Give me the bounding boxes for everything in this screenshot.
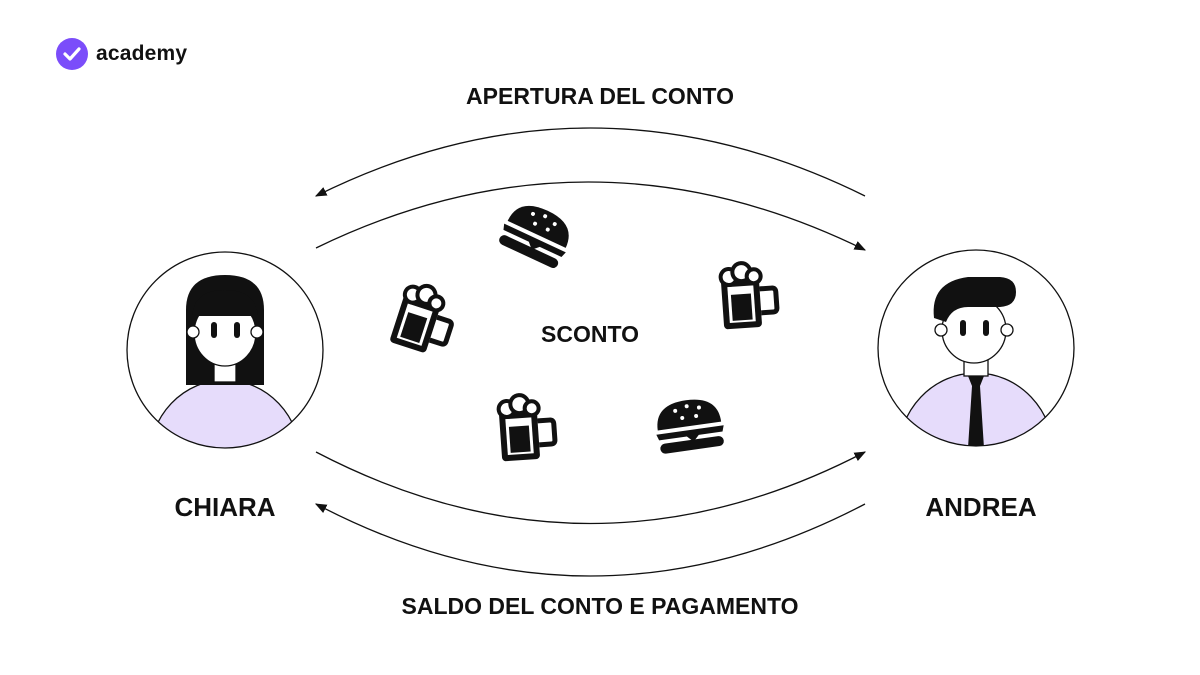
- arrow-top-inner: [315, 181, 867, 251]
- arrow-top-outer: [314, 127, 866, 197]
- burger-icon: [499, 205, 569, 269]
- burger-icon: [656, 399, 724, 454]
- woman-avatar-icon: [126, 251, 324, 449]
- arrow-bottom-inner: [315, 451, 867, 525]
- beer-mug-icon: [496, 393, 558, 462]
- beer-mug-icon: [390, 283, 454, 353]
- bottom-arrow-label: SALDO DEL CONTO E PAGAMENTO: [401, 593, 799, 619]
- academy-logo: academy: [56, 38, 187, 70]
- top-arrow-label: APERTURA DEL CONTO: [466, 83, 734, 109]
- brand-name: academy: [96, 42, 188, 65]
- arrow-bottom-outer: [314, 503, 866, 577]
- beer-mug-icon: [718, 261, 780, 330]
- man-avatar-icon: [877, 249, 1075, 447]
- person-left-name: CHIARA: [174, 492, 276, 522]
- checkmark-logo-icon: [56, 38, 88, 70]
- center-label: SCONTO: [541, 321, 639, 347]
- person-right-name: ANDREA: [925, 492, 1037, 522]
